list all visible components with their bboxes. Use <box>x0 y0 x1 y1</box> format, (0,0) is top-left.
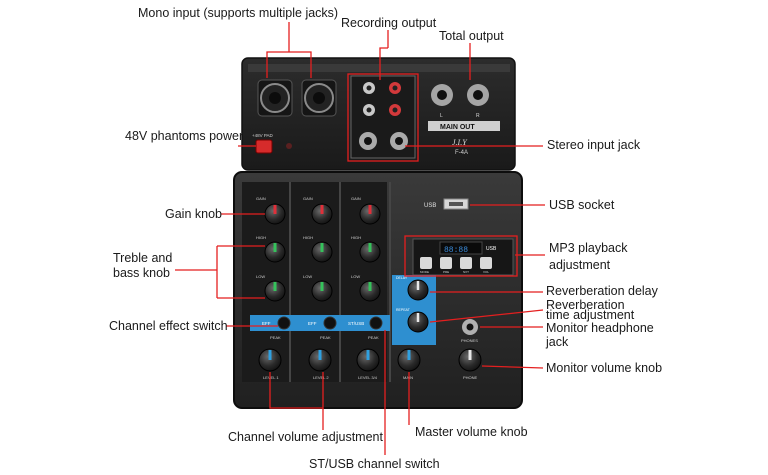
level-label-1: LEVEL 1 <box>263 375 279 380</box>
repeat-label: REPEAT <box>396 308 411 312</box>
peak-label-3: PEAK <box>368 335 379 340</box>
mp3-button-label-0: MODE <box>420 270 429 274</box>
gain-knobs[interactable] <box>264 203 381 225</box>
phone-volume-knob[interactable] <box>458 348 482 372</box>
callout-phantom-power: 48V phantoms power <box>125 129 244 143</box>
annotation-lines <box>175 22 545 455</box>
mono-input-jack-1[interactable] <box>257 79 293 117</box>
callout-monitor-volume-knob: Monitor volume knob <box>546 361 663 375</box>
device-print: MAIN OUT J.I.Y F-4A +48V PAD USB 88:88 U… <box>252 113 497 380</box>
level-label-2: LEVEL 2 <box>313 375 329 380</box>
usb-label: USB <box>424 203 436 209</box>
delay-label: DELAY <box>396 276 408 280</box>
low-label-1: LOW <box>256 274 265 279</box>
reverb-delay-knob[interactable] <box>407 279 429 301</box>
callout-recording-output: Recording output <box>341 16 437 30</box>
stereo-input-jacks[interactable] <box>359 132 408 150</box>
gain-label-3: GAIN <box>351 196 361 201</box>
callout-mono-input: Mono input (supports multiple jacks) <box>138 6 339 20</box>
channel-effect-switches[interactable] <box>277 316 383 330</box>
callout-monitor-headphone-line2: jack <box>546 335 569 349</box>
channel-effect-strip <box>250 315 390 331</box>
bass-knobs[interactable] <box>264 280 381 302</box>
main-out-l-label: L <box>440 113 443 119</box>
level-label-3: LEVEL 3/4 <box>358 375 378 380</box>
display-digits: 88:88 <box>444 246 468 255</box>
reverb-repeat-knob[interactable] <box>407 311 429 333</box>
peak-label-2: PEAK <box>320 335 331 340</box>
main-out-plate <box>428 121 500 131</box>
model-label: F-4A <box>455 150 468 156</box>
mixer-back-panel <box>241 57 516 171</box>
main-label: MAIN <box>403 375 413 380</box>
mp3-button-label-1: PRE <box>443 270 449 274</box>
gain-label-1: GAIN <box>256 196 266 201</box>
callout-stereo-input-jack: Stereo input jack <box>547 138 641 152</box>
callout-monitor-headphone-line1: Monitor headphone <box>546 321 654 335</box>
eff-label-1: EFF <box>262 321 271 326</box>
usb-socket[interactable] <box>443 198 469 210</box>
usb-badge: USB <box>486 246 497 252</box>
gain-label-2: GAIN <box>303 196 313 201</box>
callout-usb-socket: USB socket <box>549 198 615 212</box>
low-label-3: LOW <box>351 274 360 279</box>
phantom-power-button[interactable] <box>255 139 273 154</box>
mp3-button-label-3: VOL <box>483 270 489 274</box>
phones-label: PHONES <box>461 338 478 343</box>
treble-knobs[interactable] <box>264 241 381 263</box>
callout-reverb-time-line2: time adjustment <box>546 308 635 322</box>
peak-label-1: PEAK <box>270 335 281 340</box>
callout-mp3-line1: MP3 playback <box>549 241 628 255</box>
callout-treble-bass-line1: Treble and <box>113 251 173 265</box>
phantom-label: +48V PAD <box>252 133 274 138</box>
callout-channel-effect-switch: Channel effect switch <box>109 319 228 333</box>
callout-reverb-delay: Reverberation delay <box>546 284 658 298</box>
callout-total-output: Total output <box>439 29 504 43</box>
high-label-2: HIGH <box>303 235 313 240</box>
channel-level-knobs[interactable] <box>258 348 380 372</box>
callout-reverb-time-line1: Reverberation <box>546 298 625 312</box>
callout-treble-bass-line2: bass knob <box>113 266 170 280</box>
mp3-player-module[interactable] <box>412 238 514 276</box>
eff-label-2: EFF <box>308 321 317 326</box>
high-label-3: HIGH <box>351 235 361 240</box>
callout-channel-volume-adjustment: Channel volume adjustment <box>228 430 383 444</box>
mono-input-jack-2[interactable] <box>301 79 337 117</box>
phone-label: PHONE <box>463 375 478 380</box>
main-out-r-label: R <box>476 113 480 119</box>
main-out-label: MAIN OUT <box>440 124 475 131</box>
callout-mp3-line2: adjustment <box>549 258 611 272</box>
mp3-button-label-2: NXT <box>463 270 469 274</box>
callout-st-usb-switch: ST/USB channel switch <box>309 457 440 471</box>
st-usb-label: ST/USB <box>348 321 364 326</box>
headphone-jack[interactable] <box>462 319 478 335</box>
annotation-boxes <box>347 73 518 277</box>
mixer-front-panel <box>233 171 523 409</box>
phantom-led <box>286 143 292 149</box>
callout-gain-knob: Gain knob <box>165 207 222 221</box>
master-volume-knob[interactable] <box>397 348 421 372</box>
brand-label: J.I.Y <box>452 138 468 147</box>
high-label-1: HIGH <box>256 235 266 240</box>
low-label-2: LOW <box>303 274 312 279</box>
callout-master-volume-knob: Master volume knob <box>415 425 528 439</box>
main-out-jacks[interactable] <box>431 84 489 106</box>
